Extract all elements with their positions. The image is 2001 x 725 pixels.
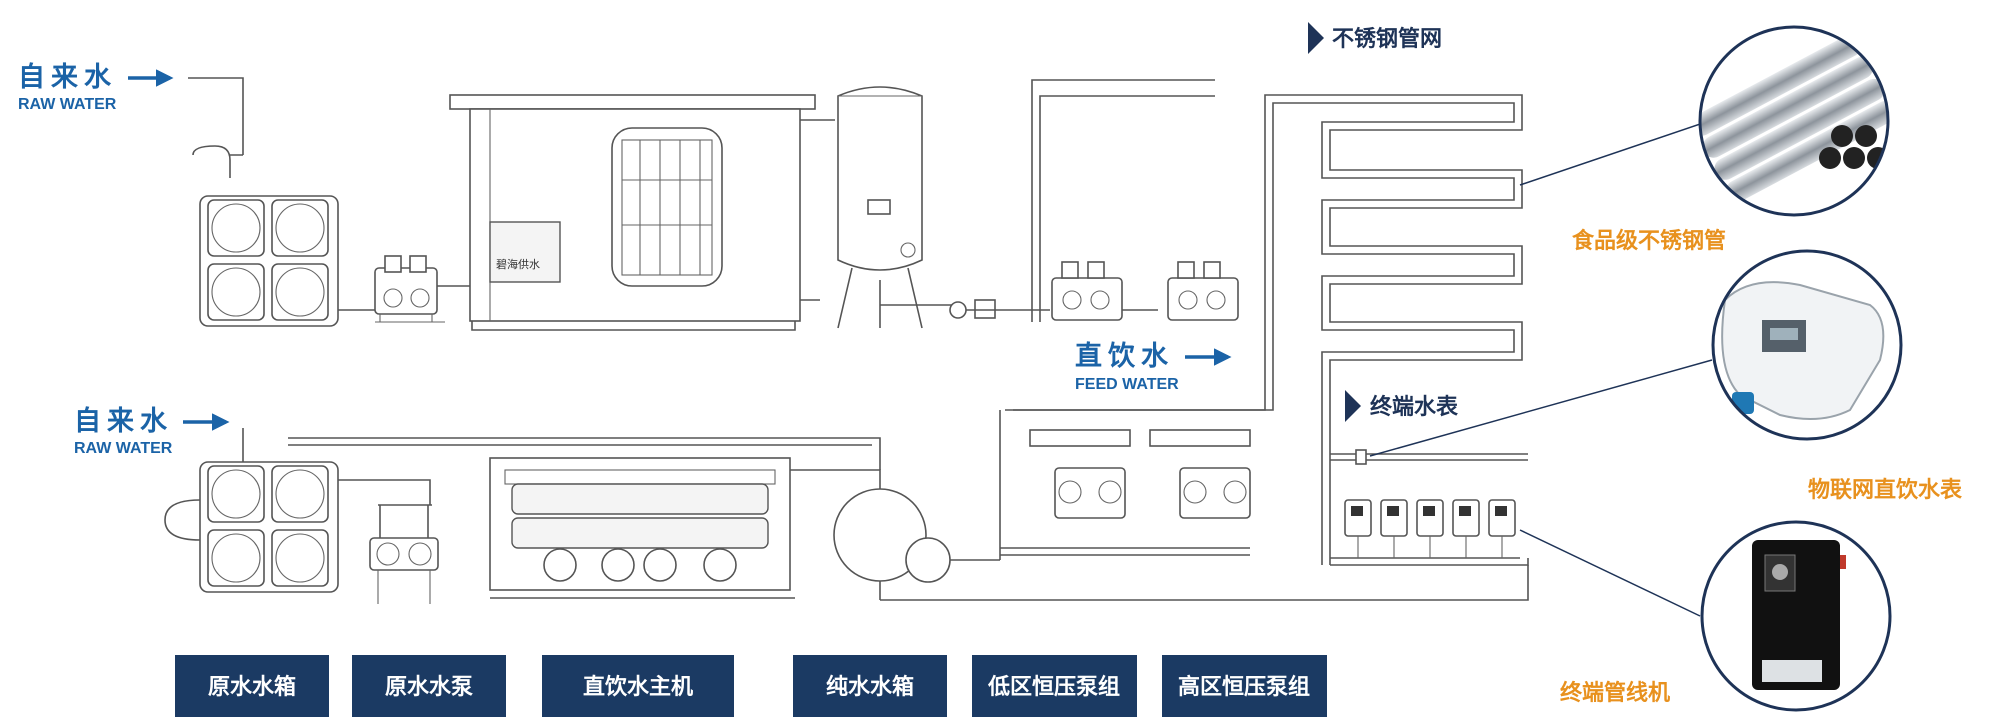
feed-water-label: 直饮水 FEED WATER (1075, 341, 1232, 393)
top-pure-water-tank (837, 86, 955, 329)
top-high-zone-pump-group (1039, 95, 1239, 322)
bottom-high-zone-pump-group (880, 429, 1529, 601)
host-brand-text: 碧海供水 (496, 257, 540, 271)
triangle-right-icon (1308, 22, 1324, 54)
legend-pure-water-tank-label: 纯水水箱 (826, 674, 914, 700)
inlet-raw-water-top: 自来水 RAW WATER (18, 61, 174, 113)
inlet-raw-water-bottom: 自来水 RAW WATER (74, 405, 230, 457)
inlet-bottom-en: RAW WATER (74, 440, 173, 457)
iot-meter-caption: 物联网直饮水表 (1808, 477, 1963, 503)
top-raw-water-tanks (188, 77, 375, 327)
pipe-network-title: 不锈钢管网 (1332, 26, 1442, 52)
terminal-meter-title: 终端水表 (1370, 394, 1459, 420)
iot-meter-callout: 物联网直饮水表 (1369, 249, 1963, 503)
feed-cn: 直饮水 (1075, 341, 1174, 372)
steel-pipe-icon (1700, 34, 1888, 202)
inlet-bottom-cn: 自来水 (74, 405, 173, 437)
legend-direct-drinking-host: 直饮水主机 (542, 655, 734, 717)
triangle-right-icon (1345, 390, 1361, 422)
legend-bar: 原水水箱 原水水泵 直饮水主机 纯水水箱 低区恒压泵组 高区恒压泵组 (175, 655, 1327, 717)
bottom-pure-water-tank (790, 469, 1000, 600)
terminal-dispensers (1344, 499, 1516, 558)
top-direct-drinking-host: 碧海供水 (449, 94, 835, 331)
legend-pure-water-tank: 纯水水箱 (793, 655, 947, 717)
terminal-machine-callout: 终端管线机 (1519, 520, 1892, 712)
legend-raw-water-pump-label: 原水水泵 (385, 675, 473, 700)
pipeline-machine-icon (1752, 540, 1846, 690)
legend-raw-water-tank-label: 原水水箱 (208, 674, 296, 700)
terminal-machine-caption: 终端管线机 (1560, 680, 1670, 706)
top-raw-pump (374, 255, 470, 323)
legend-low-zone-pump-group: 低区恒压泵组 (972, 655, 1137, 717)
serpentine-pipe-network (1005, 94, 1529, 566)
bottom-raw-water-tanks (164, 428, 431, 593)
feed-en: FEED WATER (1075, 376, 1179, 393)
terminal-meter-heading: 终端水表 (1345, 390, 1459, 422)
legend-low-zone-pump-group-label: 低区恒压泵组 (987, 674, 1120, 700)
legend-high-zone-pump-group: 高区恒压泵组 (1162, 655, 1327, 717)
legend-direct-drinking-host-label: 直饮水主机 (583, 674, 693, 700)
inlet-top-cn: 自来水 (18, 61, 117, 93)
legend-raw-water-pump: 原水水泵 (352, 655, 506, 717)
legend-high-zone-pump-group-label: 高区恒压泵组 (1178, 674, 1310, 700)
terminal-meter-line (1330, 449, 1528, 465)
top-valves (949, 299, 1050, 319)
bottom-raw-pump (369, 504, 439, 604)
steel-pipe-caption: 食品级不锈钢管 (1572, 228, 1726, 254)
top-low-zone-pump-group (1031, 79, 1215, 322)
bottom-low-zone-pump-group (999, 410, 1250, 560)
legend-raw-water-tank: 原水水箱 (175, 655, 329, 717)
bottom-direct-drinking-host (288, 437, 881, 599)
steel-pipe-callout: 食品级不锈钢管 (1519, 25, 1890, 254)
pipe-network-heading: 不锈钢管网 (1308, 22, 1442, 54)
inlet-top-en: RAW WATER (18, 96, 117, 113)
